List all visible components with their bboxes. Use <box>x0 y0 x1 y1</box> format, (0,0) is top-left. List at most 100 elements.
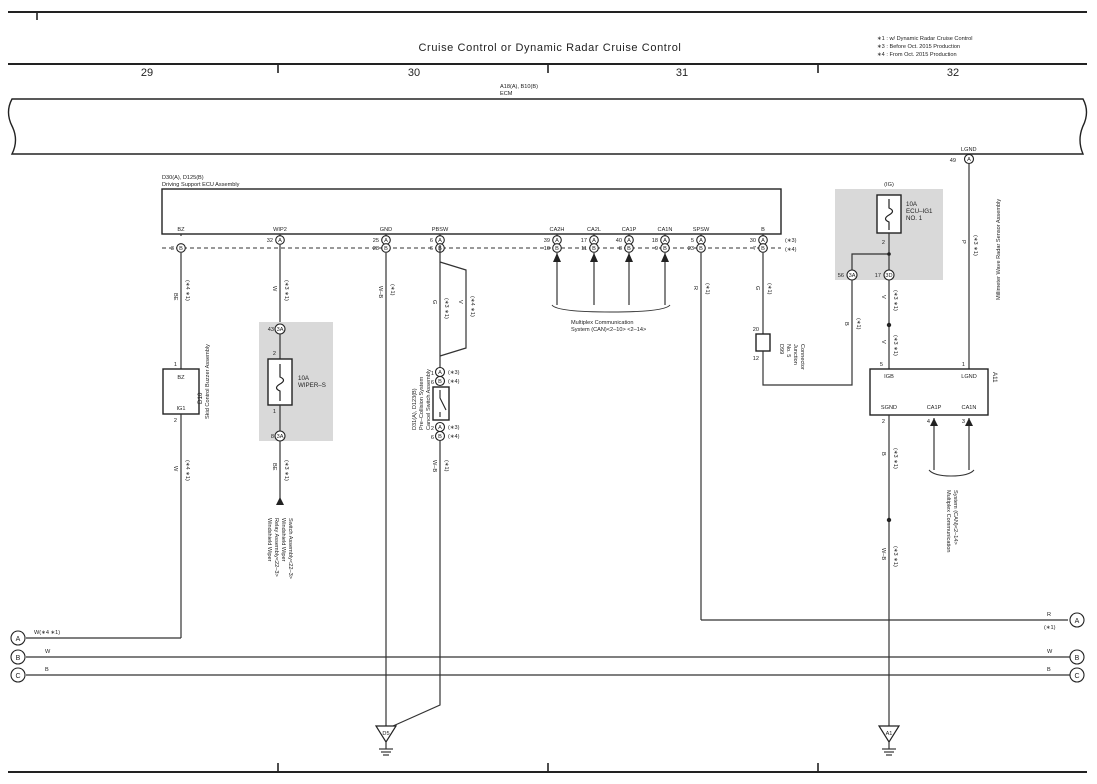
dsecu-pin-wip2-top-no: 32 <box>267 238 273 244</box>
pcs-switch-box <box>432 386 450 421</box>
wiper-lower-note: (∗3 ∗1) <box>283 460 289 481</box>
dsecu-pin-ca2h-top-no: 39 <box>544 238 550 244</box>
ground-a1: A1 <box>877 725 901 756</box>
j-wire-note: (∗1) <box>855 318 861 330</box>
bus-b-left-icon <box>10 649 26 665</box>
dsecu-pin-ca1n-bot-conn-icon <box>660 243 670 253</box>
dsecu-pin-ca1p-bot-conn-icon <box>624 243 634 253</box>
bus-c-left-id: C <box>15 673 20 680</box>
ecm-lgnd-conn: A <box>967 157 971 163</box>
wiper-ref-line3: Windshield Wiper <box>280 518 286 562</box>
dsecu-pin-ca2h-bot-conn: B <box>555 246 559 252</box>
wiper-ref-line4: Switch Assembly<22–3> <box>287 518 293 579</box>
dsecu-pin-b-name: B <box>761 227 765 233</box>
ecu-fuse-name2: NO. 1 <box>906 215 923 222</box>
dsecu-box <box>161 188 782 235</box>
switch-icon <box>439 390 447 417</box>
ecu-fuse-left-no: 56 <box>838 273 844 279</box>
dsecu-pin-ca1n-bot-conn: B <box>663 246 667 252</box>
junction-name2: Junction <box>792 344 798 365</box>
wiper-fuse-rating: 10A <box>298 375 310 382</box>
bus-b-right-icon <box>1069 649 1085 665</box>
pbsw-v-color: V <box>457 300 463 304</box>
radar-pin-sgnd-no: 2 <box>882 419 885 425</box>
dsecu-pin-gnd-bot-conn-icon <box>381 243 391 253</box>
dsecu-pin-gnd-bot-no: 28 <box>373 246 379 252</box>
ecm: A18(A), B10(B) ECM LGND 49 A <box>7 84 1088 165</box>
wiper-fuse-bot-conn: 3A <box>277 434 284 440</box>
pcs-code: D31(A), D123(B) <box>412 388 418 430</box>
igb-v1-color: V <box>880 295 886 299</box>
dsecu-pin-pbsw-bot-no: 6 <box>430 246 433 252</box>
dsecu-pin-b-bot-no: 7 <box>753 246 756 252</box>
b-wire-note: (∗1) <box>766 283 772 295</box>
buzzer-lower-color: W <box>172 466 178 472</box>
wiper-fuse-inner-bot: 1 <box>273 409 276 415</box>
dsecu-pin-bz-bot-conn-icon <box>176 243 186 253</box>
ecm-lgnd-no: 49 <box>950 158 956 164</box>
ecm-box <box>7 98 1088 155</box>
ecm-name: ECM <box>500 91 513 97</box>
ecu-fuse-left-conn: 3A <box>849 273 856 279</box>
wiper-fuse-name: WIPER–S <box>298 382 326 389</box>
column-32: 32 <box>947 67 959 79</box>
buzzer-pin1-name: BZ <box>177 375 185 381</box>
pbsw-v-note: (∗4 ∗1) <box>469 296 475 317</box>
dsecu-pin-b-bot-conn: B <box>761 246 765 252</box>
radar-name: Millimeter Wave Radar Sensor Assembly <box>996 199 1002 300</box>
dsecu-pin-gnd-bot-conn: B <box>384 246 388 252</box>
b-wire-color: G <box>754 286 760 290</box>
igb-v2-note: (∗3 ∗1) <box>892 335 898 356</box>
dsecu-pin-wip2-name: WIP2 <box>273 227 287 233</box>
bus-c-left-icon <box>10 667 26 683</box>
radar-pin-lgnd-name: LGND <box>961 374 977 380</box>
ecm-lgnd-conn-icon <box>963 153 975 165</box>
radar-pin-ca1n-name: CA1N <box>962 405 977 411</box>
spsw-wire-note: (∗1) <box>704 283 710 295</box>
radar-pin-ca1n-no: 3 <box>962 419 965 425</box>
dsecu-pin-ca2h-name: CA2H <box>550 227 565 233</box>
j-wire-color: B <box>843 322 849 326</box>
dsecu-pin-pbsw-top-conn: A <box>438 238 442 244</box>
sgnd-note-2: (∗3 ∗1) <box>892 546 898 567</box>
bus-b-left-id: B <box>16 655 21 662</box>
radar-pin-lgnd-no: 1 <box>962 362 965 368</box>
bus-a-right-label: R <box>1047 612 1051 618</box>
junction-name1: No. 5 <box>785 344 791 357</box>
dsecu-code: D30(A), D125(B) <box>162 175 204 181</box>
pcs-p2-no: 6 <box>431 380 434 386</box>
dsecu-pin-bz-name: BZ <box>177 227 185 233</box>
dsecu-pin-pbsw-top-no: 6 <box>430 238 433 244</box>
pcs-cancel-switch: D31(A), D123(B) Pre–Collision System Can… <box>392 366 460 727</box>
skid-control-buzzer: 1 BZ IG1 2 D10 Skid Control Buzzer Assem… <box>162 344 211 638</box>
junction-code: D99 <box>778 344 784 354</box>
ground-icon <box>877 725 901 744</box>
wiper-fuse-top-conn: 3A <box>277 327 284 333</box>
gnd-wire-color: W–B <box>377 286 383 298</box>
radar-pin-ca1p-name: CA1P <box>927 405 942 411</box>
ground-a1-label: A1 <box>886 731 893 737</box>
pcs-name-2: Cancel Switch Assembly <box>426 369 432 430</box>
dsecu-pin-bz-bot-conn: B <box>179 246 183 252</box>
wiper-fuse-inner-top: 2 <box>273 351 276 357</box>
ecu-fuse-right-no: 17 <box>875 273 881 279</box>
sgnd-color: B <box>880 452 886 456</box>
bus-c-left-label: B <box>45 667 49 673</box>
sgnd-color-2: W–B <box>880 548 886 560</box>
gnd-wire-note: (∗1) <box>389 284 395 296</box>
note-1: ∗1 : w/ Dynamic Radar Cruise Control <box>877 36 972 42</box>
dsecu-pin-ca2l-bot-conn-icon <box>589 243 599 253</box>
wip-wire-color: W <box>271 286 277 292</box>
dsecu-pin-b-top-no: 30 <box>750 238 756 244</box>
diagram-title: Cruise Control or Dynamic Radar Cruise C… <box>419 42 682 54</box>
dsecu-pin-ca1p-top-conn: A <box>627 238 631 244</box>
bus-c-right-id: C <box>1074 673 1079 680</box>
buzzer-pin2-no: 2 <box>174 418 177 424</box>
wiper-lower-color: BE <box>271 463 277 471</box>
wiper-ref-line2: Relay Assembly<22–3> <box>273 518 279 577</box>
buzzer-pin2-name: IG1 <box>176 406 185 412</box>
column-29: 29 <box>141 67 153 79</box>
pcs-p2-conn: B <box>438 379 442 385</box>
pcs-name-1: Pre–Collision System <box>419 376 425 430</box>
ecu-fuse-pin: 2 <box>882 240 885 246</box>
